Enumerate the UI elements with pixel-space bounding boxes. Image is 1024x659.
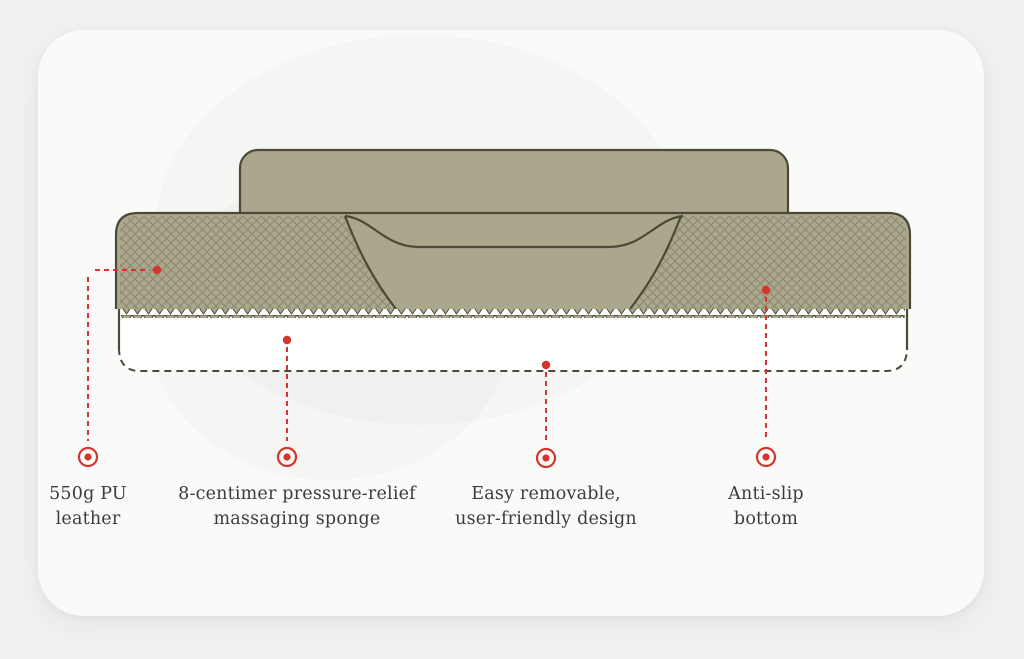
sawtooth-strip [121,309,905,318]
pointer-dot-sponge [282,335,292,345]
callout-label-anti-slip-bottom: Anti-slip bottom [728,484,804,529]
sponge-layer [119,309,907,371]
cushion-body-outline [114,211,912,309]
callout-label-removable-design: Easy removable, user-friendly design [455,484,637,529]
anti-slip-hatch-right [630,216,906,309]
pointer-dot-leather [152,265,162,275]
seat-dip-contour [344,214,684,249]
callout-label-massaging-sponge: 8-centimer pressure-relief massaging spo… [178,484,416,529]
right-wedge-curve [629,215,683,310]
target-marker-icon [77,446,99,468]
target-marker-icon [276,446,298,468]
pointer-dot-removable [541,360,551,370]
sponge-bottom-dashed-edge [118,347,908,372]
left-wedge-curve [343,215,397,310]
target-marker-icon [755,446,777,468]
target-marker-icon [535,447,557,469]
pointer-dot-antislip [761,285,771,295]
callout-label-pu-leather: 550g PU leather [49,484,127,529]
pu-leather-hatch-left [120,216,396,309]
